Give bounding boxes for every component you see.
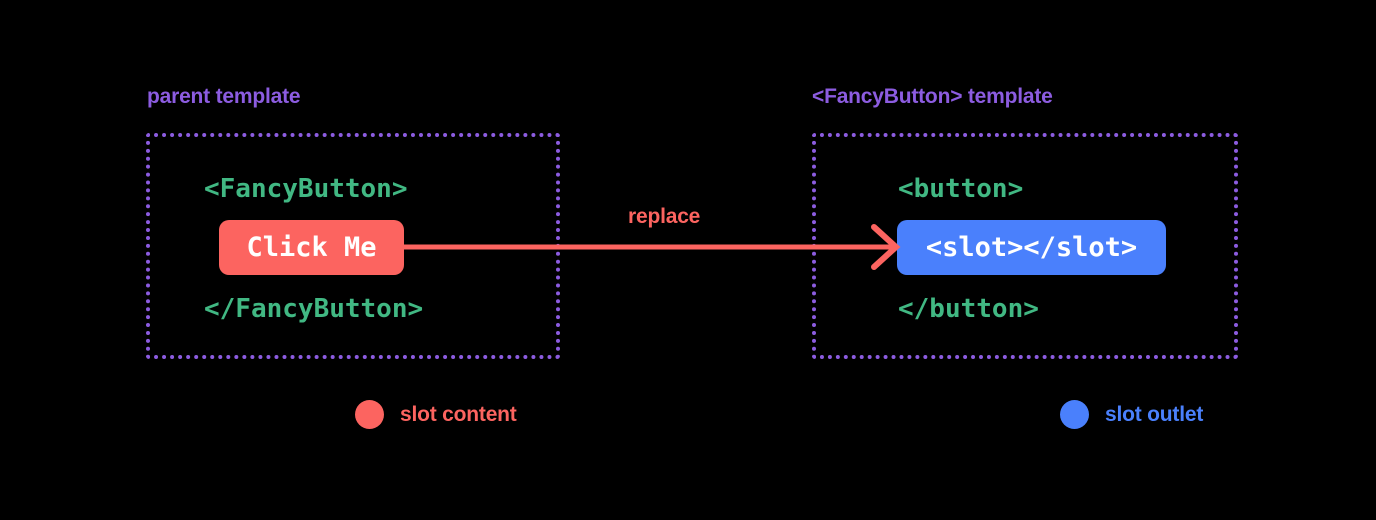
- slot-outlet-chip: <slot></slot>: [897, 220, 1166, 275]
- circle-dot-icon: [1060, 400, 1089, 429]
- replace-arrow-label: replace: [628, 205, 701, 228]
- replace-arrow-group: replace: [400, 205, 904, 291]
- circle-dot-icon: [355, 400, 384, 429]
- legend-item-slot-content: slot content: [355, 400, 517, 429]
- replace-arrow-icon: [402, 224, 901, 270]
- legend-label-slot-outlet: slot outlet: [1105, 402, 1204, 426]
- fancy-open-tag: <button>: [898, 174, 1024, 204]
- legend-label-slot-content: slot content: [400, 402, 517, 426]
- fancy-template-caption: <FancyButton> template: [812, 85, 1053, 108]
- legend-item-slot-outlet: slot outlet: [1060, 400, 1203, 429]
- slot-content-chip: Click Me: [219, 220, 404, 275]
- parent-template-caption: parent template: [147, 85, 301, 108]
- parent-open-tag: <FancyButton>: [204, 174, 408, 204]
- fancy-close-tag: </button>: [898, 294, 1039, 324]
- parent-close-tag: </FancyButton>: [204, 294, 424, 324]
